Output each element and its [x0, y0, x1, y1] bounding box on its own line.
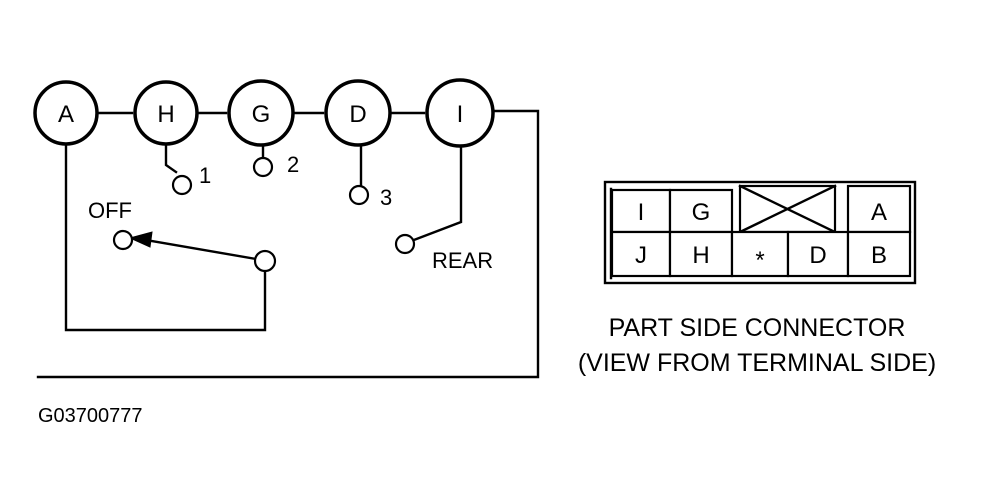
- connector-blank-cross-2: [738, 184, 837, 234]
- node-h: H: [133, 80, 199, 146]
- common-wire: [64, 140, 267, 332]
- terminal-1: [171, 174, 193, 196]
- node-i-label: I: [457, 101, 464, 128]
- connector-cell-a: [846, 184, 912, 234]
- wiper-arm: [144, 238, 258, 261]
- connector-label-j: J: [635, 242, 647, 269]
- connector-cell-j: [610, 230, 672, 278]
- connector-cell-d: [786, 230, 850, 278]
- node-a: A: [33, 80, 99, 146]
- terminal-pivot: [253, 249, 277, 273]
- connector-label-a: A: [871, 199, 887, 226]
- terminal-3: [348, 184, 370, 206]
- terminal-2: [252, 156, 274, 178]
- node-i: I: [425, 78, 495, 148]
- terminal-rear: [394, 233, 416, 255]
- node-g: G: [227, 79, 295, 147]
- outer-loop-wire: [36, 109, 540, 379]
- switch-schematic: A H G D I 1 2 3 OFF REAR: [33, 78, 540, 379]
- figure-id: G03700777: [38, 405, 143, 427]
- wiper-arrowhead: [128, 231, 153, 248]
- position-label-rear: REAR: [432, 248, 493, 273]
- node-d: D: [324, 79, 392, 147]
- connector: I G A J H * D B PART SIDE CONNECTOR (VIE…: [578, 180, 936, 377]
- connector-label-star: *: [755, 247, 764, 274]
- connector-label-b: B: [871, 242, 887, 269]
- node-a-label: A: [58, 101, 74, 128]
- connector-label-i: I: [638, 199, 645, 226]
- wire-h-1: [164, 141, 178, 174]
- position-label-2: 2: [287, 152, 299, 177]
- position-label-off: OFF: [88, 198, 132, 223]
- node-d-label: D: [349, 101, 366, 128]
- connector-label-g: G: [692, 199, 711, 226]
- connector-caption-line2: (VIEW FROM TERMINAL SIDE): [578, 349, 936, 377]
- terminal-off: [112, 229, 134, 251]
- node-g-label: G: [252, 101, 271, 128]
- wire-i-rear: [412, 141, 463, 242]
- connector-cell-b: [846, 230, 912, 278]
- node-h-label: H: [157, 101, 174, 128]
- position-label-3: 3: [380, 185, 392, 210]
- connector-label-d: D: [809, 242, 826, 269]
- position-label-1: 1: [199, 163, 211, 188]
- connector-caption-line1: PART SIDE CONNECTOR: [609, 314, 906, 342]
- connector-cell-star: [730, 230, 790, 278]
- connector-label-h: H: [692, 242, 709, 269]
